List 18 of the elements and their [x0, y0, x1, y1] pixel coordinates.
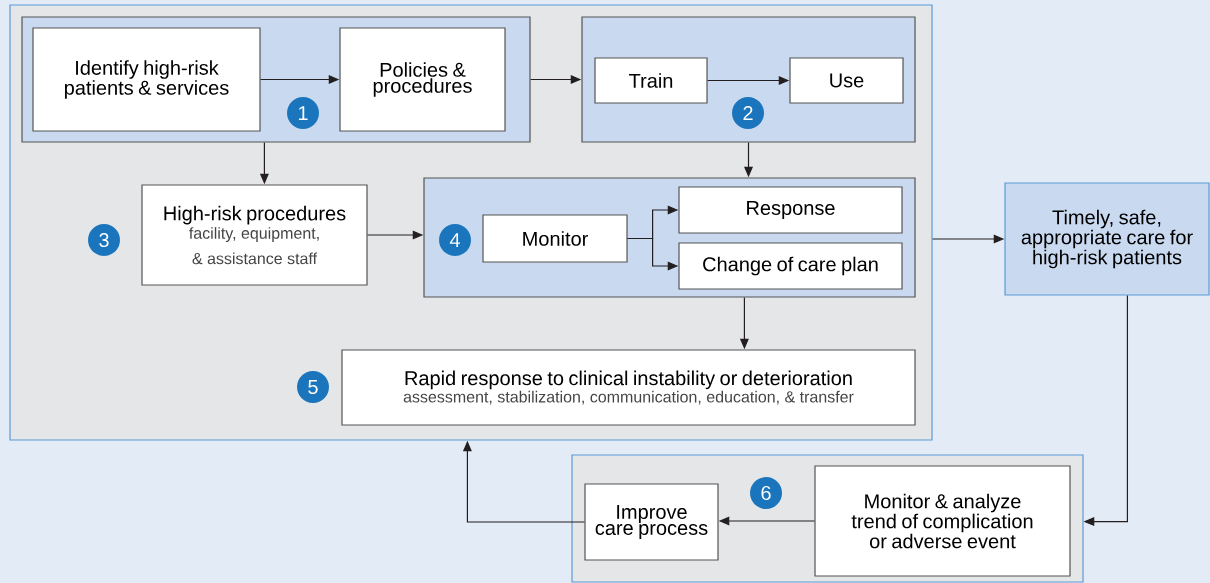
process-box: Change of care plan: [678, 242, 903, 290]
process-box: Monitor: [482, 214, 628, 263]
process-box: Rapid response to clinical instability or deterioration assessment, stabilization, communication, education, & transfer: [341, 349, 916, 426]
step-number-badge: 4: [439, 224, 471, 256]
step-number-badge: 6: [750, 477, 782, 509]
process-box: Train: [594, 57, 708, 104]
process-box: Monitor & analyze trend of complication or adverse event: [814, 465, 1071, 577]
step-number-badge: 5: [297, 371, 329, 403]
process-box: Policies & procedures: [339, 27, 506, 132]
process-box: Identify high-risk patients & services: [32, 27, 261, 132]
step-number-badge: 3: [88, 224, 120, 256]
process-box: Response: [678, 186, 903, 234]
process-box: Use: [789, 57, 904, 104]
step-number-badge: 1: [287, 97, 319, 129]
process-box: Improve care process: [584, 483, 719, 561]
process-box: High-risk procedures facility, equipment, & assistance staff: [141, 184, 368, 286]
outcome-box: Timely, safe, appropriate care for high-risk patients: [1004, 182, 1210, 296]
step-number-badge: 2: [732, 97, 764, 129]
